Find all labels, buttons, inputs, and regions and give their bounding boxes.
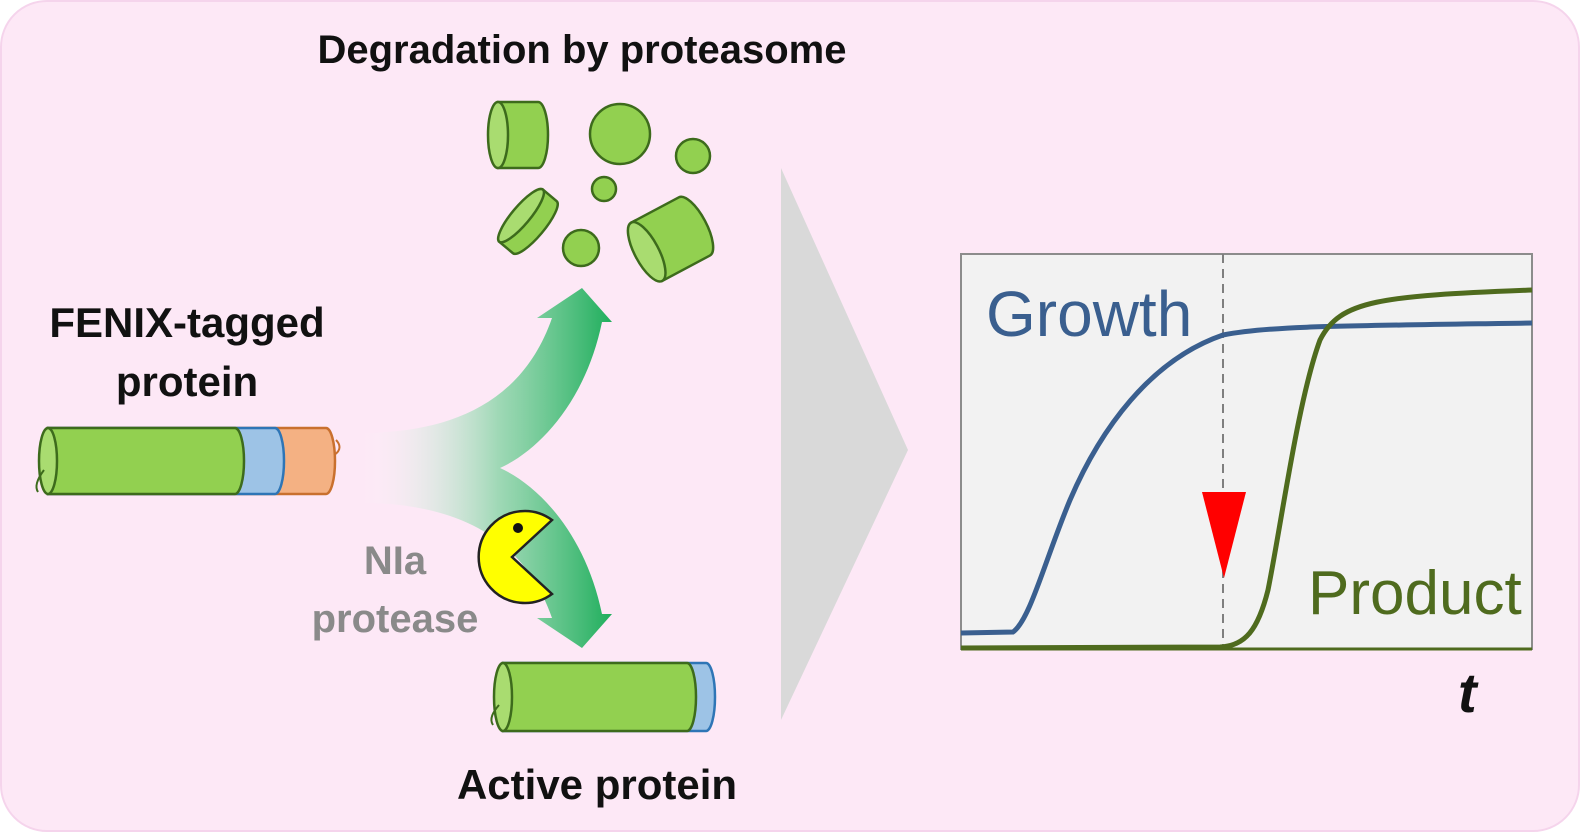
green-branch-arrow — [360, 288, 612, 648]
fenix-label-line1: FENIX-tagged — [49, 299, 324, 346]
protein-body-segment — [46, 426, 246, 496]
active-n-terminus-tail — [490, 704, 500, 726]
fragment-sphere-large — [588, 102, 652, 166]
protein-end-cap — [37, 426, 59, 496]
fragment-sphere-medium — [674, 137, 712, 175]
active-protein — [490, 661, 717, 733]
fragment-cylinder-1 — [486, 100, 550, 170]
n-terminus-tail — [35, 469, 45, 493]
growth-label: Growth — [986, 278, 1192, 350]
fragment-sphere-medium-2 — [561, 228, 601, 268]
pacman-protease-icon — [477, 509, 554, 605]
fragment-sphere-small — [590, 175, 618, 203]
product-label: Product — [1308, 559, 1522, 628]
fragment-disc — [496, 187, 559, 256]
fenix-label-line2: protein — [116, 358, 258, 405]
time-axis-label: t — [1458, 661, 1479, 724]
active-end-cap — [492, 661, 514, 733]
plot-area — [960, 253, 1533, 650]
nla-label-line2: protease — [312, 597, 479, 641]
active-body-segment — [501, 661, 698, 733]
protein-fragments — [486, 100, 715, 283]
branching-arrows — [360, 288, 612, 648]
product-curve — [960, 287, 1533, 651]
active-protein-label: Active protein — [457, 761, 737, 808]
fenix-tagged-protein — [35, 426, 341, 496]
pacman-eye — [513, 523, 523, 533]
induction-arrow — [1202, 492, 1246, 578]
c-terminus-tail — [333, 439, 341, 456]
growth-curve — [960, 320, 1533, 636]
plot-panel: Growth Product — [960, 253, 1533, 651]
fragment-cylinder-2 — [626, 195, 715, 283]
degradation-label: Degradation by proteasome — [317, 28, 846, 72]
nla-label-line1: NIa — [364, 539, 427, 583]
transition-chevron — [781, 168, 908, 720]
